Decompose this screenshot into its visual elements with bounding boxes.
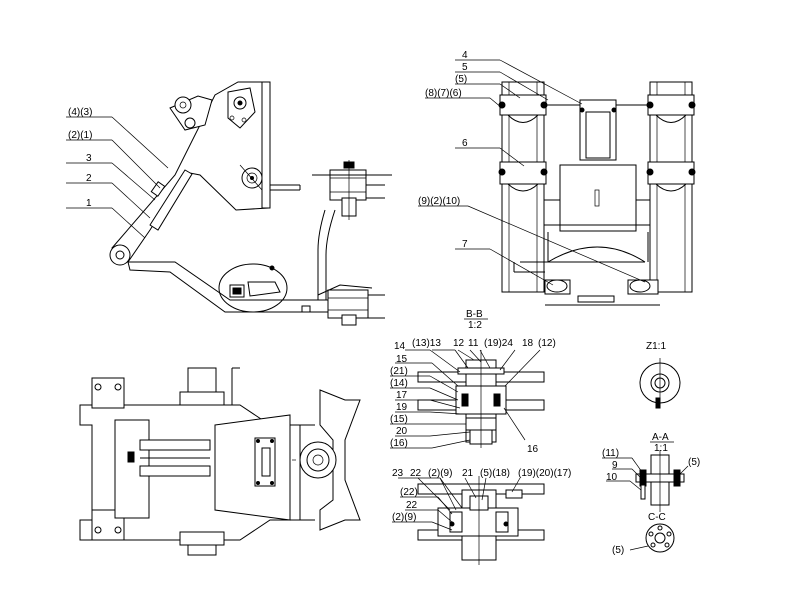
label-19-20-17: (19)(20)(17) xyxy=(518,468,571,479)
label-13-13: (13)13 xyxy=(412,338,441,349)
label-paren-12: (12) xyxy=(538,338,556,349)
label-14: 14 xyxy=(394,341,406,352)
label-paren-14: (14) xyxy=(390,378,408,389)
label-18: 18 xyxy=(522,338,534,349)
label-b-b: B-B xyxy=(466,309,483,320)
label-1: 1 xyxy=(86,198,92,209)
label-scale-1-1: 1:1 xyxy=(654,443,668,454)
label-5: 5 xyxy=(462,62,468,73)
label-8-7-6: (8)(7)(6) xyxy=(425,88,462,99)
label-paren-11: (11) xyxy=(602,448,619,459)
label-16: 16 xyxy=(527,444,539,455)
label-3: 3 xyxy=(86,153,92,164)
label-9-2-10: (9)(2)(10) xyxy=(418,196,460,207)
front-view: 4 5 (5) (8)(7)(6) 6 (9)(2)(10) 7 xyxy=(418,50,696,306)
label-20: 20 xyxy=(396,426,408,437)
section-a-a: A-A 1:1 (11) 9 10 (5) xyxy=(602,432,700,512)
label-4: 4 xyxy=(462,50,468,61)
section-lower: 23 22 (2)(9) 21 (5)(18) (19)(20)(17) (22… xyxy=(392,468,571,565)
label-paren-21: (21) xyxy=(390,366,408,377)
label-c-c: C-C xyxy=(648,512,666,523)
b-b-leaders xyxy=(390,349,541,449)
label-z1-1: Z1:1 xyxy=(646,341,666,352)
label-21: 21 xyxy=(462,468,474,479)
label-a-a: A-A xyxy=(652,432,669,443)
label-9: 9 xyxy=(612,460,618,471)
side-view-leaders xyxy=(66,116,169,239)
label-22-left: 22 xyxy=(406,500,418,511)
c-c-flange xyxy=(645,523,675,553)
lower-section-leaders xyxy=(392,477,521,531)
label-6: 6 xyxy=(462,138,468,149)
bottom-clamp xyxy=(327,289,369,319)
label-22-top: 22 xyxy=(410,468,422,479)
label-4-3: (4)(3) xyxy=(68,107,92,118)
label-2-1: (2)(1) xyxy=(68,130,92,141)
side-view: (4)(3) (2)(1) 3 2 1 xyxy=(66,81,392,326)
label-c-c-5: (5) xyxy=(612,545,624,556)
label-17: 17 xyxy=(396,390,408,401)
label-12: 12 xyxy=(453,338,465,349)
a-a-leaders xyxy=(602,457,689,491)
label-paren-22: (22) xyxy=(400,487,418,498)
label-scale-1-2: 1:2 xyxy=(468,320,482,331)
label-19-24: (19)24 xyxy=(484,338,513,349)
label-11: 11 xyxy=(468,338,479,349)
label-19: 19 xyxy=(396,402,408,413)
pivot-arm xyxy=(111,81,269,263)
front-view-leaders xyxy=(418,59,646,286)
center-plate xyxy=(559,164,637,232)
label-paren-15: (15) xyxy=(390,414,408,425)
label-2-9-left: (2)(9) xyxy=(392,512,416,523)
label-paren-16: (16) xyxy=(390,438,408,449)
section-c-c: C-C (5) xyxy=(612,512,675,556)
label-paren-5: (5) xyxy=(455,74,467,85)
swivel-plate xyxy=(319,389,361,531)
label-10: 10 xyxy=(606,472,618,483)
upper-pin xyxy=(174,96,192,114)
section-b-b: B-B 1:2 xyxy=(390,309,556,455)
detail-z-circle xyxy=(218,263,288,313)
label-7: 7 xyxy=(462,239,468,250)
label-5-18: (5)(18) xyxy=(480,468,510,479)
label-23: 23 xyxy=(392,468,404,479)
detail-z: Z1:1 xyxy=(639,341,681,409)
label-15: 15 xyxy=(396,354,408,365)
label-2: 2 xyxy=(86,173,92,184)
label-2-9-top: (2)(9) xyxy=(428,468,452,479)
plan-view xyxy=(79,367,361,556)
label-a-a-5: (5) xyxy=(688,457,700,468)
